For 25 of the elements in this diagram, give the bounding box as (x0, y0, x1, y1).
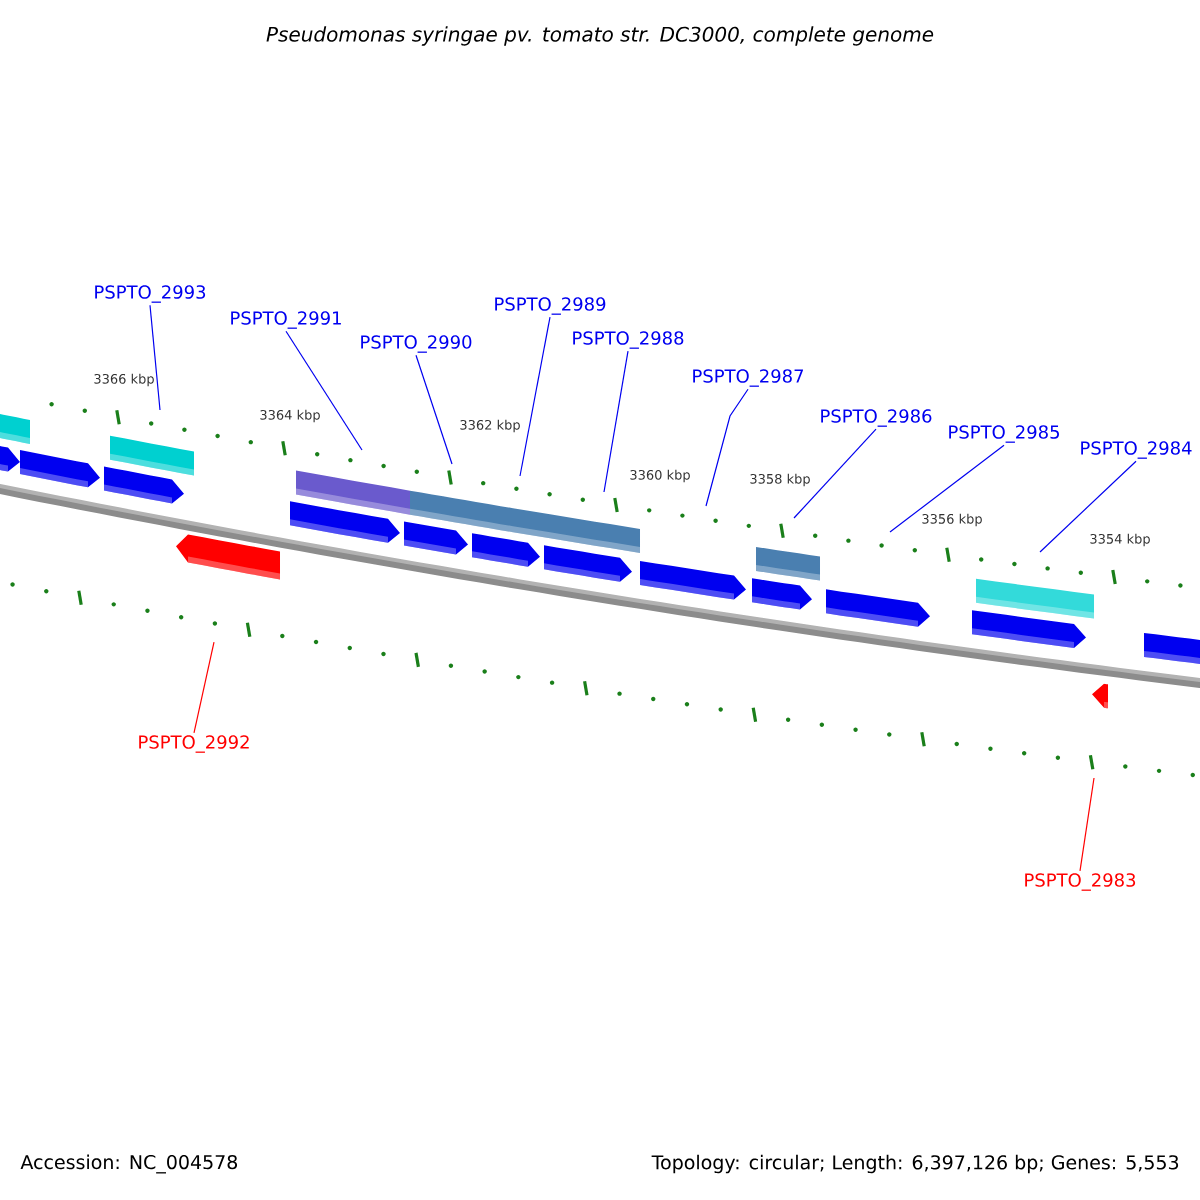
gene-label: PSPTO_2993 (95, 285, 206, 303)
leader-line (285, 330, 363, 451)
leader-line (603, 350, 629, 493)
leader-line (149, 304, 161, 411)
gene-label: PSPTO_2986 (821, 409, 932, 427)
gene-label: PSPTO_2990 (361, 335, 472, 353)
leader-line (793, 428, 877, 519)
footer-text: Topology: circular; Length: 6,397,126 bp; Genes: 5,553 (651, 1154, 1179, 1174)
gene-label: PSPTO_2988 (573, 331, 684, 349)
leader-line (1079, 777, 1095, 872)
gene-label: PSPTO_2992 (139, 735, 249, 753)
gene-label: PSPTO_2991 (231, 311, 341, 329)
leader-line (415, 354, 453, 465)
title: Pseudomonas syringae pv. tomato str. DC3000, complete genome (266, 26, 934, 46)
leader-line (193, 641, 215, 734)
gene-label: PSPTO_2984 (1081, 441, 1192, 459)
gene-label: PSPTO_2985 (949, 425, 1059, 443)
leader-line (889, 444, 1005, 533)
leader-line (1039, 460, 1137, 553)
leader-line (519, 316, 551, 477)
leader-line (705, 388, 749, 507)
gene-label: PSPTO_2987 (693, 369, 803, 387)
gene-label: PSPTO_2989 (495, 297, 606, 315)
footer-text: Accession: NC_004578 (20, 1154, 238, 1174)
gene-label: PSPTO_2983 (1025, 873, 1136, 891)
